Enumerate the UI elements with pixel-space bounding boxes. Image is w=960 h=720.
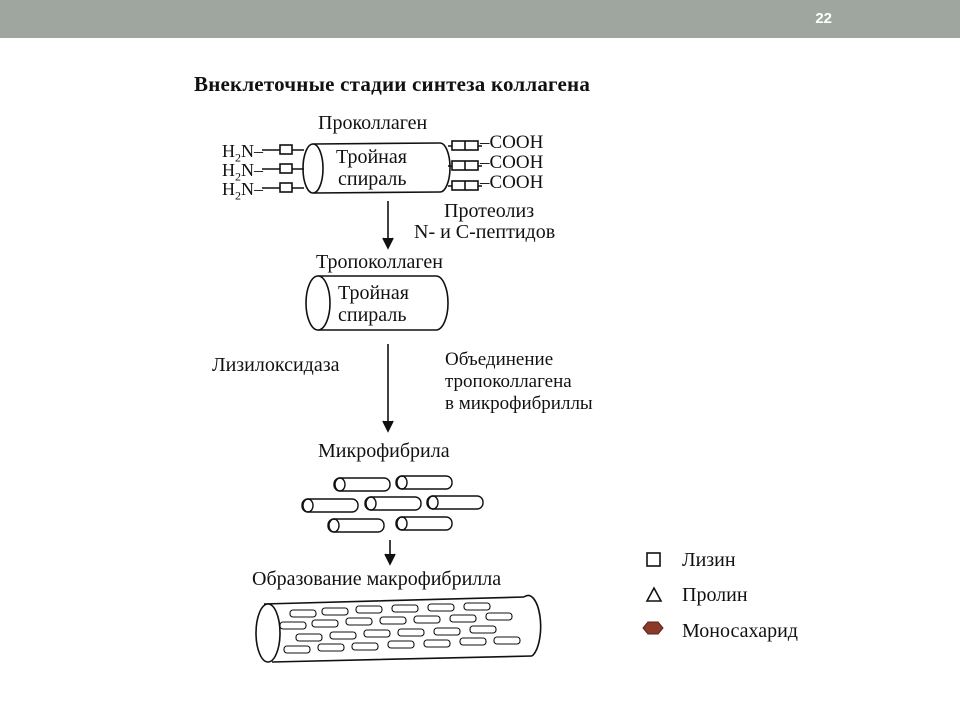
n-terminus-3: H2N– — [222, 179, 263, 203]
square-icon — [646, 552, 661, 567]
arrow-2 — [382, 344, 394, 433]
legend-proline-label: Пролин — [682, 584, 748, 606]
c-terminus-3: –COOH — [480, 172, 544, 193]
n-terminus-2: H2N– — [222, 160, 263, 184]
step2-line2: тропоколлагена — [445, 371, 572, 392]
top-bar: 22 — [0, 0, 960, 38]
diagram-title: Внеклеточные стадии синтеза коллагена — [194, 72, 591, 96]
macrofibril-rods — [279, 602, 521, 654]
legend-monosaccharide-label: Моносахарид — [682, 620, 798, 642]
tropocollagen-helix-line1: Тройная — [338, 282, 409, 304]
n-terminal-peptides — [262, 144, 304, 193]
macrofibril-tube — [255, 594, 542, 663]
c-terminus-1: –COOH — [480, 132, 544, 153]
enzyme-label: Лизилоксидаза — [212, 354, 340, 376]
microfibril-rods — [301, 475, 484, 533]
step1-line2: N- и С-пептидов — [414, 221, 556, 243]
n-terminus-1: H2N– — [222, 141, 263, 165]
macrofibril-label: Образование макрофибрилла — [252, 568, 502, 590]
step1-line1: Протеолиз — [444, 200, 535, 222]
hexagon-icon — [642, 621, 664, 635]
step2-line1: Объединение — [445, 349, 554, 370]
procollagen-helix-line1: Тройная — [336, 146, 407, 168]
procollagen-helix-line2: спираль — [338, 168, 407, 190]
c-terminus-2: –COOH — [480, 152, 544, 173]
microfibril-label: Микрофибрила — [318, 440, 450, 462]
c-terminal-peptides — [448, 140, 482, 191]
procollagen-cylinder — [302, 142, 451, 194]
triangle-icon — [645, 586, 663, 602]
tropocollagen-helix-line2: спираль — [338, 304, 407, 326]
tropocollagen-label: Тропоколлаген — [316, 251, 443, 273]
procollagen-label: Проколлаген — [318, 112, 428, 134]
tropocollagen-cylinder — [305, 275, 449, 331]
legend-lysine-label: Лизин — [682, 549, 736, 571]
arrow-3 — [384, 540, 396, 566]
arrow-1 — [382, 201, 394, 250]
step2-line3: в микрофибриллы — [445, 393, 593, 414]
slide-number: 22 — [815, 10, 832, 27]
